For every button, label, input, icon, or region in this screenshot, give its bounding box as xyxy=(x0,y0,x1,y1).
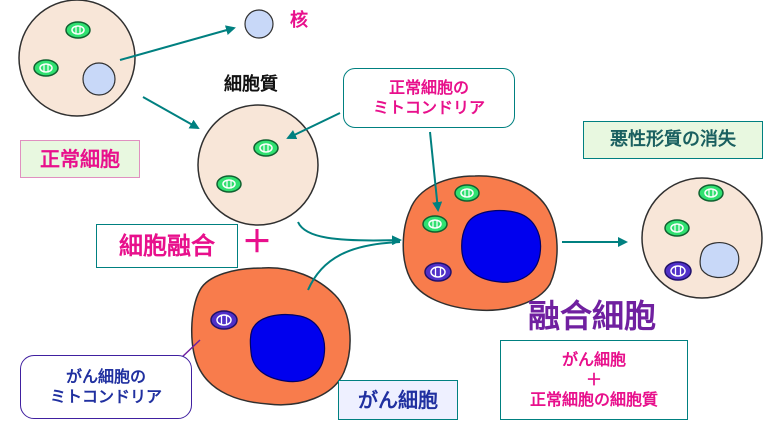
fused-cell-title: 融合細胞 xyxy=(528,297,657,335)
result-cell xyxy=(641,177,763,299)
arrow-callout-fused-mito xyxy=(429,131,443,212)
normal-cell-mitochondrion xyxy=(65,21,91,39)
cancer-cell-nucleus xyxy=(249,313,326,383)
arrow-to-nucleus xyxy=(119,25,236,61)
arrow-to-cytoplasm xyxy=(142,96,200,129)
normal-cell-label: 正常細胞 xyxy=(20,140,140,178)
normal-cell-label-text: 正常細胞 xyxy=(40,146,120,171)
cytoplast-mitochondrion xyxy=(216,175,242,193)
cytoplasm-label: 細胞質 xyxy=(224,74,278,95)
fused-cell-nucleus xyxy=(461,209,542,283)
cell-fusion-label: 細胞融合 xyxy=(96,224,238,268)
normal-cell xyxy=(18,0,136,117)
result-cell-nucleus xyxy=(699,242,740,279)
fusion-plus-sign: ＋ xyxy=(242,225,272,260)
cancer-cell-mitochondrion xyxy=(210,310,238,330)
fused-desc-line3: 正常細胞の細胞質 xyxy=(529,390,658,409)
fused-desc-line1: がん細胞 xyxy=(561,350,626,369)
normal-cell-mitochondrion xyxy=(33,59,59,77)
fused-cell xyxy=(402,175,558,312)
loss-of-malignancy-label-text: 悪性形質の消失 xyxy=(610,128,736,150)
result-cell-cancer-mitochondrion xyxy=(664,261,692,281)
isolated-nucleus xyxy=(244,9,274,39)
fused-cell-mitochondrion xyxy=(422,215,448,233)
normal-mito-callout-line1: 正常細胞の xyxy=(388,78,469,97)
cancer-mito-callout-line2: ミトコンドリア xyxy=(49,387,162,406)
nucleus-label: 核 xyxy=(290,10,308,31)
cytoplast-mitochondrion xyxy=(253,139,279,157)
normal-mito-callout: 正常細胞の ミトコンドリア xyxy=(343,68,515,128)
cancer-cell xyxy=(191,267,351,406)
cell-fusion-label-text: 細胞融合 xyxy=(119,232,215,260)
cytoplast xyxy=(197,104,319,226)
normal-cell-nucleus xyxy=(82,62,116,96)
fused-cell-description: がん細胞 ＋ 正常細胞の細胞質 xyxy=(500,340,688,420)
cancer-cell-label: がん細胞 xyxy=(338,380,458,420)
fused-cell-cancer-mitochondrion xyxy=(424,262,452,282)
arrow-cancer-to-fused xyxy=(307,241,401,291)
result-cell-mitochondrion xyxy=(664,219,690,237)
fused-desc-line2: ＋ xyxy=(585,370,602,389)
cancer-mito-callout-line1: がん細胞の xyxy=(65,367,146,386)
normal-mito-callout-line2: ミトコンドリア xyxy=(372,98,485,117)
cancer-cell-label-text: がん細胞 xyxy=(358,387,438,412)
arrow-cytoplasm-to-fused xyxy=(297,221,402,246)
result-cell-mitochondrion xyxy=(698,184,724,202)
loss-of-malignancy-label: 悪性形質の消失 xyxy=(583,121,763,159)
fused-cell-mitochondrion xyxy=(454,184,480,202)
arrow-callout-normal-mito xyxy=(286,112,341,140)
cancer-mito-callout: がん細胞の ミトコンドリア xyxy=(20,355,192,419)
